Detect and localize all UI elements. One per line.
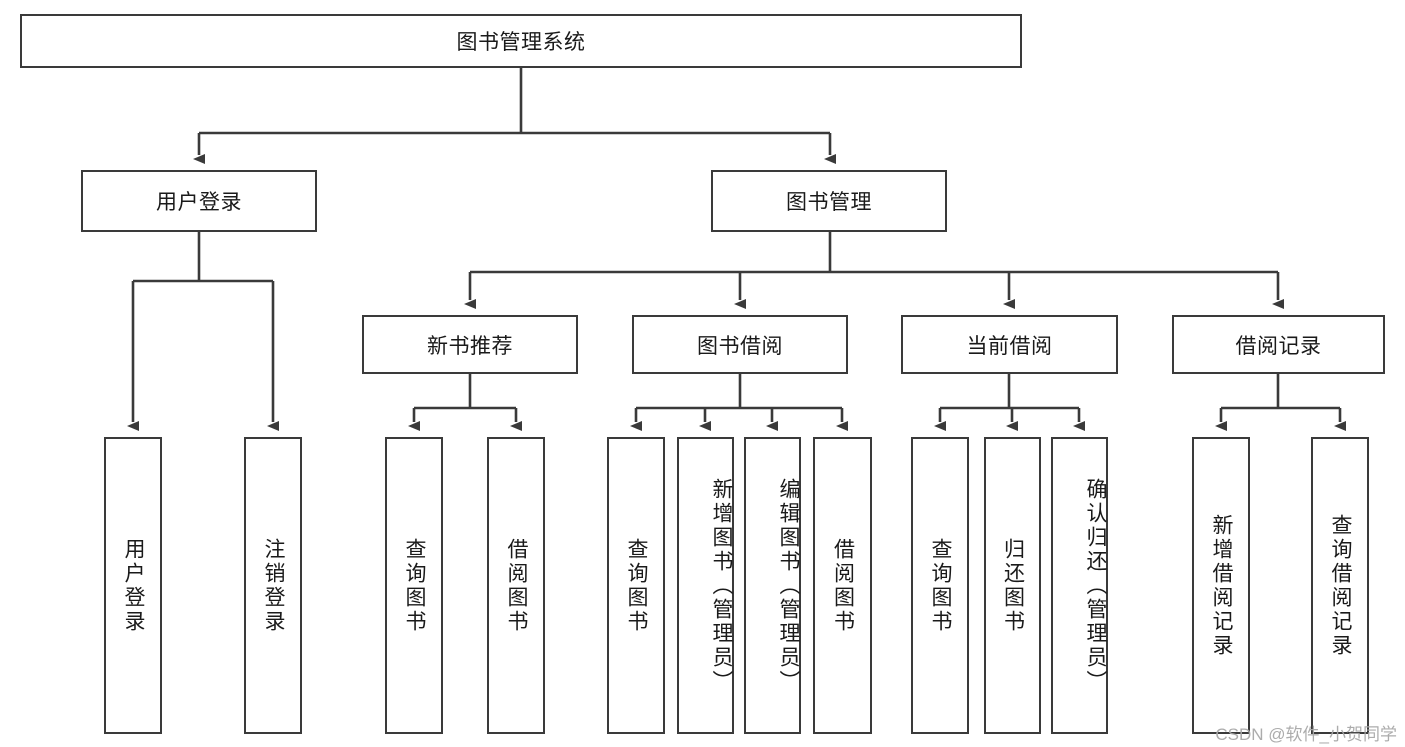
node-book-borrow-label: 图书借阅 bbox=[697, 334, 783, 358]
leaf-label: 查询图书 bbox=[929, 537, 953, 634]
node-book-manage-label: 图书管理 bbox=[786, 191, 872, 214]
node-leaf-add-book[interactable]: 新增图书（管理员） bbox=[677, 437, 734, 734]
leaf-label: 用户登录 bbox=[122, 537, 146, 634]
node-leaf-query-book-rec[interactable]: 查询图书 bbox=[385, 437, 443, 734]
node-book-manage[interactable]: 图书管理 bbox=[711, 170, 947, 232]
leaf-label: 新增借阅记录 bbox=[1210, 513, 1234, 658]
node-leaf-confirm-return[interactable]: 确认归还（管理员） bbox=[1051, 437, 1108, 734]
node-user-login-label: 用户登录 bbox=[156, 191, 242, 214]
node-leaf-query-record[interactable]: 查询借阅记录 bbox=[1311, 437, 1369, 734]
node-leaf-return-book[interactable]: 归还图书 bbox=[984, 437, 1041, 734]
leaf-label: 借阅图书 bbox=[831, 537, 855, 634]
node-root-label: 图书管理系统 bbox=[456, 31, 586, 54]
node-user-login[interactable]: 用户登录 bbox=[81, 170, 317, 232]
node-current-borrow-label: 当前借阅 bbox=[966, 334, 1053, 358]
node-new-book-rec[interactable]: 新书推荐 bbox=[362, 315, 578, 374]
leaf-label: 借阅图书 bbox=[505, 537, 529, 634]
node-current-borrow[interactable]: 当前借阅 bbox=[901, 315, 1118, 374]
node-new-book-rec-label: 新书推荐 bbox=[427, 334, 513, 358]
leaf-label: 注销登录 bbox=[262, 537, 286, 634]
node-leaf-borrow-book[interactable]: 借阅图书 bbox=[813, 437, 872, 734]
node-leaf-user-login[interactable]: 用户登录 bbox=[104, 437, 162, 734]
node-root[interactable]: 图书管理系统 bbox=[20, 14, 1022, 68]
node-leaf-add-record[interactable]: 新增借阅记录 bbox=[1192, 437, 1250, 734]
leaf-label: 查询图书 bbox=[625, 537, 649, 634]
node-leaf-query-book-bor[interactable]: 查询图书 bbox=[607, 437, 665, 734]
node-leaf-edit-book[interactable]: 编辑图书（管理员） bbox=[744, 437, 801, 734]
leaf-label: 确认归还（管理员） bbox=[1084, 477, 1107, 694]
leaf-label: 新增图书（管理员） bbox=[710, 477, 733, 694]
node-leaf-borrow-book-rec[interactable]: 借阅图书 bbox=[487, 437, 545, 734]
node-borrow-record-label: 借阅记录 bbox=[1235, 334, 1322, 358]
watermark: CSDN @软件_小贺同学 bbox=[1215, 725, 1397, 744]
node-leaf-query-book-cur[interactable]: 查询图书 bbox=[911, 437, 969, 734]
leaf-label: 查询图书 bbox=[403, 537, 427, 634]
leaf-label: 编辑图书（管理员） bbox=[777, 477, 800, 694]
leaf-label: 归还图书 bbox=[1001, 537, 1025, 634]
node-leaf-user-logout[interactable]: 注销登录 bbox=[244, 437, 302, 734]
leaf-label: 查询借阅记录 bbox=[1329, 513, 1353, 658]
node-borrow-record[interactable]: 借阅记录 bbox=[1172, 315, 1385, 374]
node-book-borrow[interactable]: 图书借阅 bbox=[632, 315, 848, 374]
